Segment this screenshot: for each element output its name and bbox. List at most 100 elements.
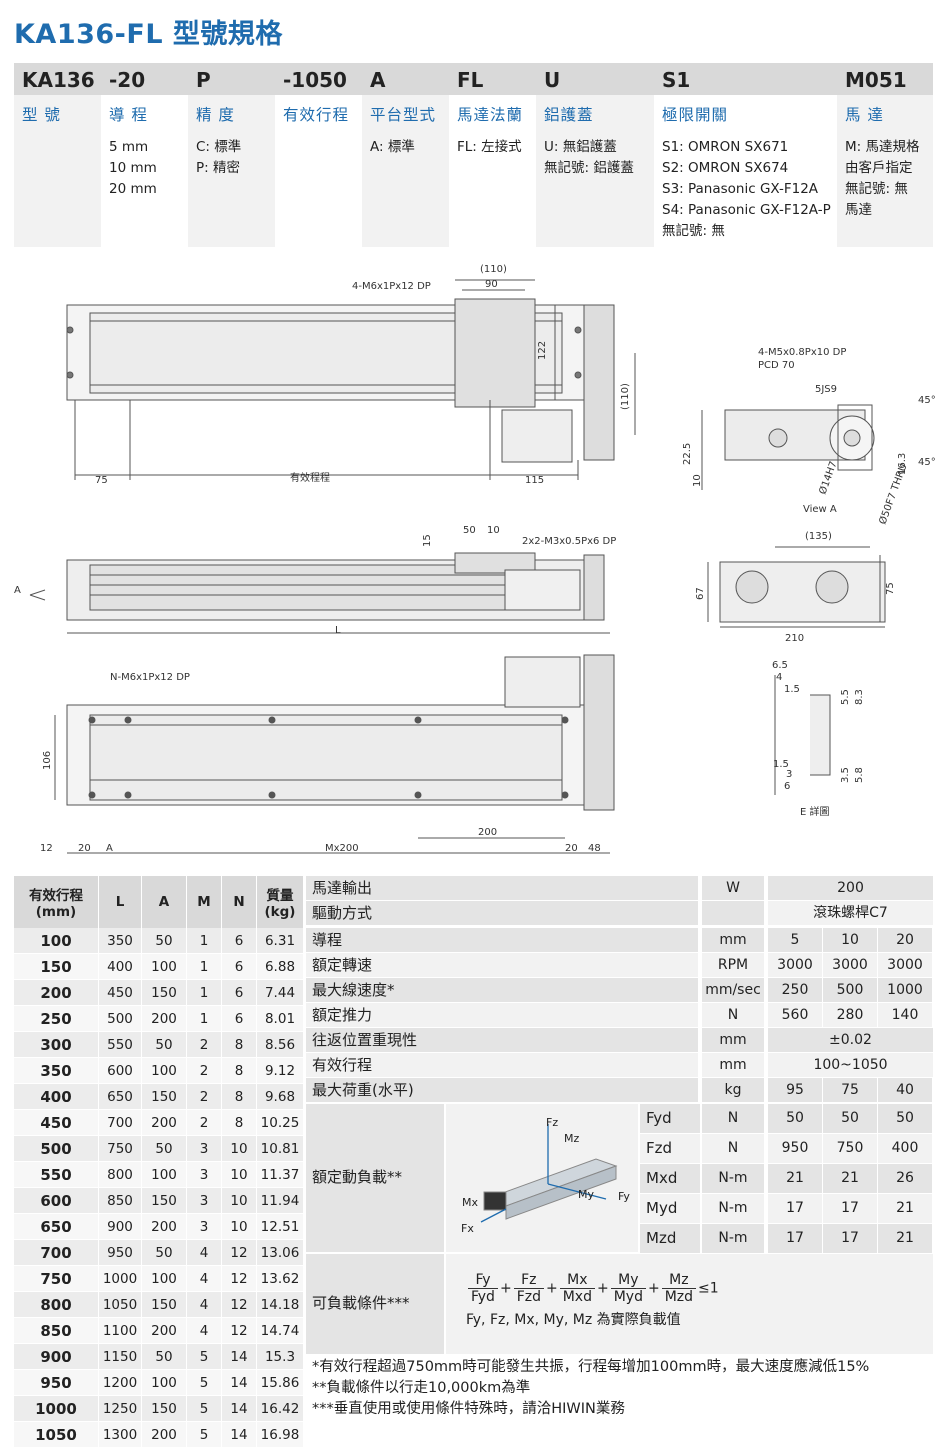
table-cell: 10 bbox=[221, 1213, 257, 1240]
row-unit: N bbox=[702, 1104, 764, 1133]
spec-name: 極限開關 bbox=[662, 106, 729, 124]
row-unit: mm bbox=[702, 1053, 764, 1077]
row-unit: mm bbox=[702, 1028, 764, 1052]
table-cell: 50 bbox=[141, 1031, 187, 1058]
row-value: 10 bbox=[823, 928, 877, 952]
dim-50: 50 bbox=[463, 525, 476, 536]
table-cell: 100 bbox=[141, 1369, 187, 1396]
spec-name: 型 號 bbox=[22, 106, 61, 124]
table-cell: 1 bbox=[186, 928, 222, 954]
arrow-a: A bbox=[14, 585, 21, 596]
table-cell: 14.18 bbox=[256, 1291, 304, 1318]
spec-option: 10 mm bbox=[109, 160, 157, 176]
table-cell: 14 bbox=[221, 1421, 257, 1448]
spec-options: FL: 左接式 bbox=[457, 137, 536, 245]
table-cell: 150 bbox=[141, 1395, 187, 1422]
column-header: M bbox=[186, 876, 222, 928]
spec-name: 馬 達 bbox=[845, 106, 884, 124]
row-value: 20 bbox=[878, 928, 932, 952]
row-value: 750 bbox=[823, 1134, 877, 1163]
column-header: N bbox=[221, 876, 257, 928]
table-cell: 650 bbox=[14, 1213, 99, 1240]
table-cell: 850 bbox=[98, 1187, 142, 1214]
row-value: 3000 bbox=[768, 953, 822, 977]
formula-tail: ≤1 bbox=[698, 1280, 719, 1297]
table-cell: 10 bbox=[221, 1161, 257, 1188]
table-cell: 8 bbox=[221, 1083, 257, 1110]
spec-code: U bbox=[536, 63, 654, 95]
table-cell: 10 bbox=[221, 1135, 257, 1162]
fraction-numerator: Fy bbox=[468, 1272, 498, 1289]
table-cell: 950 bbox=[98, 1239, 142, 1266]
load-axes-diagram bbox=[480, 1124, 618, 1223]
plus-sign: + bbox=[647, 1280, 660, 1297]
table-cell: 3 bbox=[186, 1161, 222, 1188]
table-cell: 12.51 bbox=[256, 1213, 304, 1240]
spec-option: S1: OMRON SX671 bbox=[662, 139, 789, 155]
e-j: 5.8 bbox=[854, 767, 865, 783]
spec-options: U: 無鋁護蓋無記號: 鋁護蓋 bbox=[544, 137, 654, 245]
dim-115: 115 bbox=[525, 475, 544, 486]
table-cell: 800 bbox=[98, 1161, 142, 1188]
table-cell: 150 bbox=[14, 953, 99, 980]
row-value: 75 bbox=[823, 1078, 877, 1102]
spec-option: 無記號: 無 bbox=[662, 223, 725, 239]
table-cell: 1200 bbox=[98, 1369, 142, 1396]
table-cell: 11.94 bbox=[256, 1187, 304, 1214]
table-cell: 550 bbox=[98, 1031, 142, 1058]
spec-code: -20 bbox=[101, 63, 188, 95]
column-header: A bbox=[141, 876, 187, 928]
table-cell: 11.37 bbox=[256, 1161, 304, 1188]
table-cell: 3 bbox=[186, 1213, 222, 1240]
row-value: 26 bbox=[878, 1164, 932, 1193]
row-label: 馬達輸出 bbox=[306, 876, 698, 900]
spec-option: 無記號: 鋁護蓋 bbox=[544, 160, 634, 176]
table-cell: 5 bbox=[186, 1343, 222, 1370]
axis-label-mz: Mz bbox=[564, 1132, 580, 1145]
table-cell: 1 bbox=[186, 1005, 222, 1032]
footnote: ***垂直使用或使用條件特殊時，請洽HIWIN業務 bbox=[312, 1401, 625, 1417]
table-cell: 12 bbox=[221, 1239, 257, 1266]
row-value: 3000 bbox=[878, 953, 932, 977]
table-cell: 1250 bbox=[98, 1395, 142, 1422]
spec-name: 導 程 bbox=[109, 106, 148, 124]
row-value: 1000 bbox=[878, 978, 932, 1002]
spec-name: 馬達法蘭 bbox=[457, 106, 524, 124]
table-cell: 150 bbox=[141, 1291, 187, 1318]
condition-block: 可負載條件*** bbox=[306, 1254, 444, 1354]
spec-option: 20 mm bbox=[109, 181, 157, 197]
d14: Ø14H7 bbox=[817, 460, 840, 497]
spec-option: S4: Panasonic GX-F12A-P bbox=[662, 202, 831, 218]
table-cell: 4 bbox=[186, 1291, 222, 1318]
table-cell: 6.31 bbox=[256, 928, 304, 954]
table-cell: 150 bbox=[141, 1187, 187, 1214]
row-label: 往返位置重現性 bbox=[306, 1028, 698, 1052]
row-value: 40 bbox=[878, 1078, 932, 1102]
plus-sign: + bbox=[545, 1280, 558, 1297]
table-cell: 450 bbox=[14, 1109, 99, 1136]
table-cell: 10 bbox=[221, 1187, 257, 1214]
row-value: 5 bbox=[768, 928, 822, 952]
table-cell: 7.44 bbox=[256, 979, 304, 1006]
e-c: 1.5 bbox=[784, 684, 800, 695]
table-cell: 16.98 bbox=[256, 1421, 304, 1448]
table-cell: 2 bbox=[186, 1031, 222, 1058]
table-cell: 4 bbox=[186, 1317, 222, 1344]
table-cell: 100 bbox=[14, 928, 99, 954]
row-unit: mm bbox=[702, 928, 764, 952]
hole-bottom: N-M6x1Px12 DP bbox=[110, 672, 190, 683]
table-cell: 5 bbox=[186, 1369, 222, 1396]
table-cell: 2 bbox=[186, 1109, 222, 1136]
